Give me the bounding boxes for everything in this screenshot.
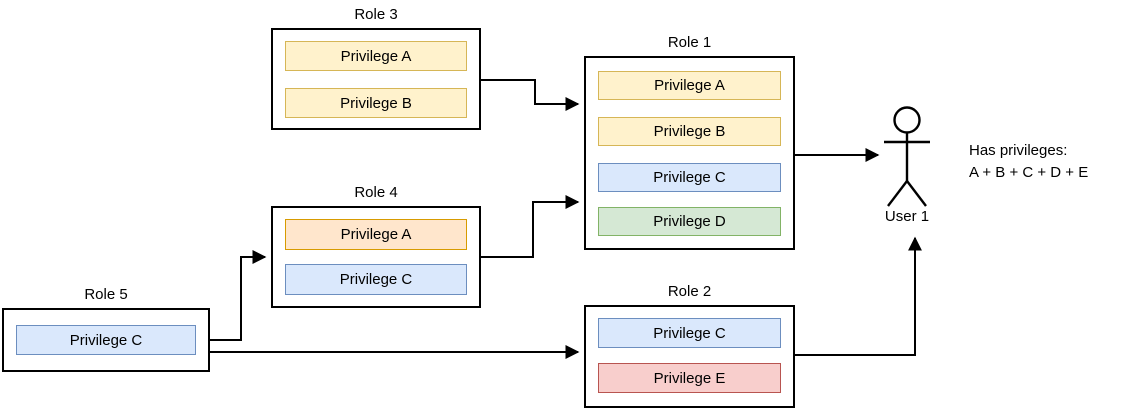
edge-role3-to-role1: [481, 79, 580, 111]
edge-role4-to-role1: [481, 195, 580, 258]
privilege-chip[interactable]: Privilege B: [598, 117, 781, 146]
privilege-chip[interactable]: Privilege E: [598, 363, 781, 393]
privilege-chip[interactable]: Privilege C: [598, 318, 781, 348]
role2-title: Role 2: [667, 283, 712, 300]
privilege-chip[interactable]: Privilege C: [16, 325, 196, 355]
annotation-line-1: Has privileges:: [969, 142, 1068, 159]
role3-title: Role 3: [354, 6, 398, 23]
edge-role2-to-user1: [795, 236, 922, 356]
privilege-chip[interactable]: Privilege C: [598, 163, 781, 192]
user1-label: User 1: [884, 208, 930, 225]
edge-role5-to-role4: [210, 250, 267, 341]
privilege-chip[interactable]: Privilege A: [285, 219, 467, 250]
privilege-chip[interactable]: Privilege B: [285, 88, 467, 118]
annotation-line-2: A + B + C + D + E: [969, 164, 1089, 181]
privilege-chip[interactable]: Privilege A: [285, 41, 467, 71]
privilege-chip[interactable]: Privilege D: [598, 207, 781, 236]
role5-title: Role 5: [84, 286, 128, 303]
role1-title: Role 1: [667, 34, 712, 51]
privilege-chip[interactable]: Privilege C: [285, 264, 467, 295]
user-stick-figure-icon: [884, 106, 930, 207]
privilege-chip[interactable]: Privilege A: [598, 71, 781, 100]
role4-title: Role 4: [354, 184, 398, 201]
